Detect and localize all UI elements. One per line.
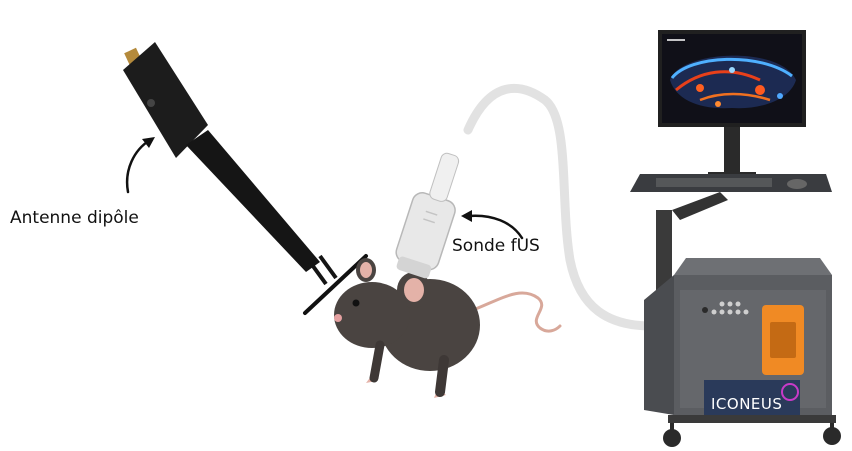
antenna-arrow-head [142, 137, 155, 148]
probe-arrow-head [461, 210, 472, 222]
antenna-arrow [127, 140, 150, 192]
probe-neck [428, 152, 460, 203]
mouse-leg-rear [440, 360, 444, 392]
mouse-eye [353, 300, 360, 307]
mouse-nose [334, 314, 342, 322]
mouse-ear-left-inner [360, 262, 372, 278]
antenna-shaft [186, 130, 320, 272]
cart-side [644, 275, 674, 415]
monitor-stand [724, 127, 740, 177]
antenna-fork-left [310, 262, 326, 284]
mouse-leg-front [374, 345, 380, 378]
mouse-tail [468, 293, 560, 331]
probe-cable [468, 88, 648, 326]
antenna-port [147, 99, 155, 107]
mouse-ear-right-inner [404, 278, 424, 302]
keyboard [656, 178, 772, 187]
computer-mouse [787, 179, 807, 189]
cart-top [674, 258, 832, 275]
antenna-label: Antenne dipôle [10, 210, 139, 227]
antenna-fork-right [320, 256, 336, 278]
mouse [334, 258, 560, 398]
wheel-right [823, 427, 841, 445]
imaging-cart [630, 30, 841, 447]
fus-probe [391, 147, 472, 280]
dipole-antenna [123, 42, 366, 313]
probe-label: Sonde fUS [452, 238, 540, 255]
wheel-left [663, 429, 681, 447]
brand-name: ICONEUS [711, 397, 782, 412]
probe-arrow [468, 216, 522, 238]
support-arm [672, 192, 728, 220]
